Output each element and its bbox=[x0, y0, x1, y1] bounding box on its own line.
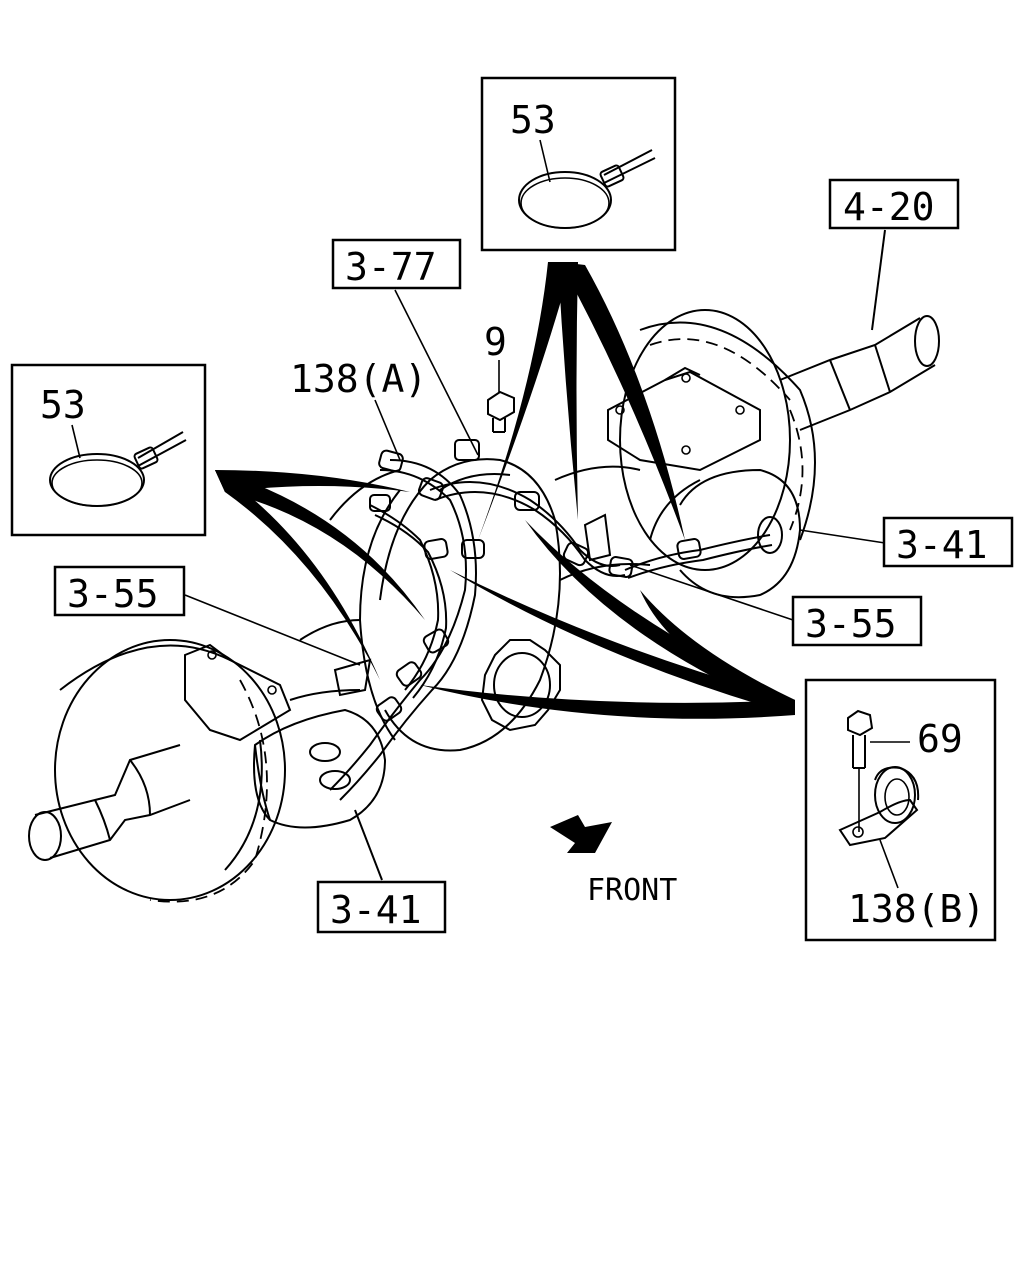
leader-wedges-top bbox=[478, 262, 685, 540]
label-4-20: 4-20 bbox=[828, 178, 960, 230]
leader-wedges-right bbox=[420, 520, 795, 719]
label-138b: 138(B) bbox=[848, 887, 985, 931]
bolt-9 bbox=[487, 360, 515, 433]
right-brake-drum bbox=[619, 309, 816, 571]
left-axle-shaft bbox=[28, 744, 191, 861]
label-69: 69 bbox=[917, 717, 963, 761]
label-138a: 138(A) bbox=[290, 357, 427, 401]
svg-text:3-41: 3-41 bbox=[896, 523, 988, 567]
label-3-41-left: 3-41 bbox=[316, 880, 447, 934]
svg-text:4-20: 4-20 bbox=[843, 185, 935, 229]
right-spring-seat bbox=[607, 366, 761, 472]
svg-text:3-41: 3-41 bbox=[330, 888, 422, 932]
label-9: 9 bbox=[484, 320, 507, 364]
bracket-tabs bbox=[333, 513, 612, 697]
svg-text:3-55: 3-55 bbox=[805, 602, 897, 646]
label-3-55-right: 3-55 bbox=[791, 595, 923, 647]
left-brake-drum bbox=[54, 639, 286, 903]
inset-bolt-clamp: 69 138(B) bbox=[804, 678, 997, 942]
leader-wedges-left bbox=[215, 470, 425, 680]
inset-top-cable-tie: 53 bbox=[480, 76, 677, 252]
label-53-top: 53 bbox=[510, 98, 556, 142]
front-label: FRONT bbox=[587, 873, 677, 908]
leader-lines bbox=[184, 229, 886, 881]
label-3-77: 3-77 bbox=[331, 238, 462, 290]
inset-left-cable-tie: 53 bbox=[10, 363, 207, 537]
label-53-left: 53 bbox=[40, 383, 86, 427]
label-3-41-right: 3-41 bbox=[882, 516, 1014, 568]
harness-clips bbox=[369, 439, 702, 722]
right-axle-shaft bbox=[779, 315, 940, 431]
front-arrow-icon bbox=[550, 815, 612, 853]
svg-text:3-77: 3-77 bbox=[345, 245, 437, 289]
pinion-flange bbox=[480, 639, 561, 732]
left-spring-seat bbox=[184, 643, 292, 742]
svg-text:3-55: 3-55 bbox=[67, 572, 159, 616]
label-3-55-left: 3-55 bbox=[53, 565, 186, 617]
left-abs-sensor bbox=[253, 708, 387, 829]
